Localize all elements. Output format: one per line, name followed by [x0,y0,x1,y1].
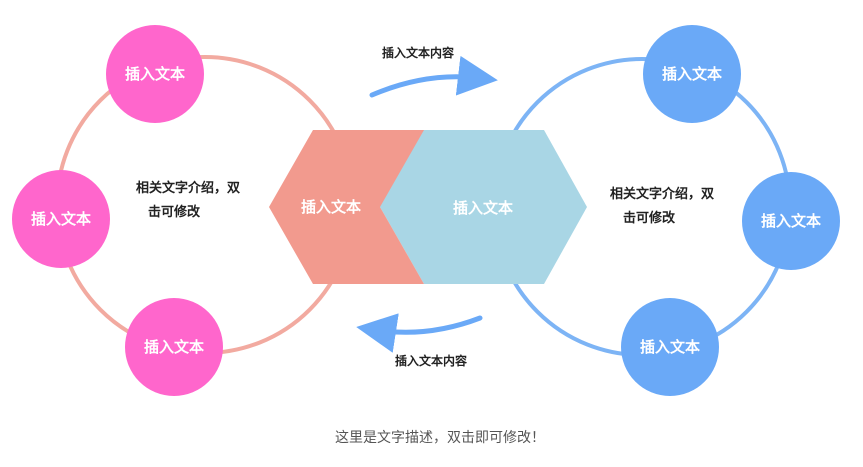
hexagon-left[interactable] [269,130,424,284]
hexagon-left-label: 插入文本 [301,198,361,216]
right-node-bottom[interactable]: 插入文本 [621,298,719,396]
hexagon-right[interactable] [380,130,587,284]
right-node-middle-label: 插入文本 [761,212,821,230]
right-node-top-label: 插入文本 [662,65,722,83]
right-node-middle-circle [742,172,840,270]
left-node-bottom-label: 插入文本 [144,338,204,356]
left-description-line-2: 击可修改 [148,204,201,220]
left-node-bottom-circle [125,298,223,396]
left-node-top-circle [106,25,204,123]
right-description-line-1: 相关文字介绍，双 [610,186,714,202]
bottom-arrow-label: 插入文本内容 [395,353,467,368]
caption: 这里是文字描述，双击即可修改！ [335,429,545,446]
right-description-line-2: 击可修改 [623,210,676,226]
right-node-middle[interactable]: 插入文本 [742,172,840,270]
right-node-top[interactable]: 插入文本 [643,25,741,123]
left-node-middle-label: 插入文本 [31,210,91,228]
top-arrow-label: 插入文本内容 [382,45,454,60]
left-description-line-1: 相关文字介绍，双 [136,180,240,196]
left-node-middle-circle [12,170,110,268]
left-node-top[interactable]: 插入文本 [106,25,204,123]
right-node-top-circle [643,25,741,123]
left-node-top-label: 插入文本 [125,65,185,83]
right-node-bottom-circle [621,298,719,396]
left-node-bottom[interactable]: 插入文本 [125,298,223,396]
bottom-arrow [356,313,483,353]
right-node-bottom-label: 插入文本 [640,338,700,356]
hexagon-right-label: 插入文本 [453,199,513,217]
left-node-middle[interactable]: 插入文本 [12,170,110,268]
top-arrow [369,55,498,98]
